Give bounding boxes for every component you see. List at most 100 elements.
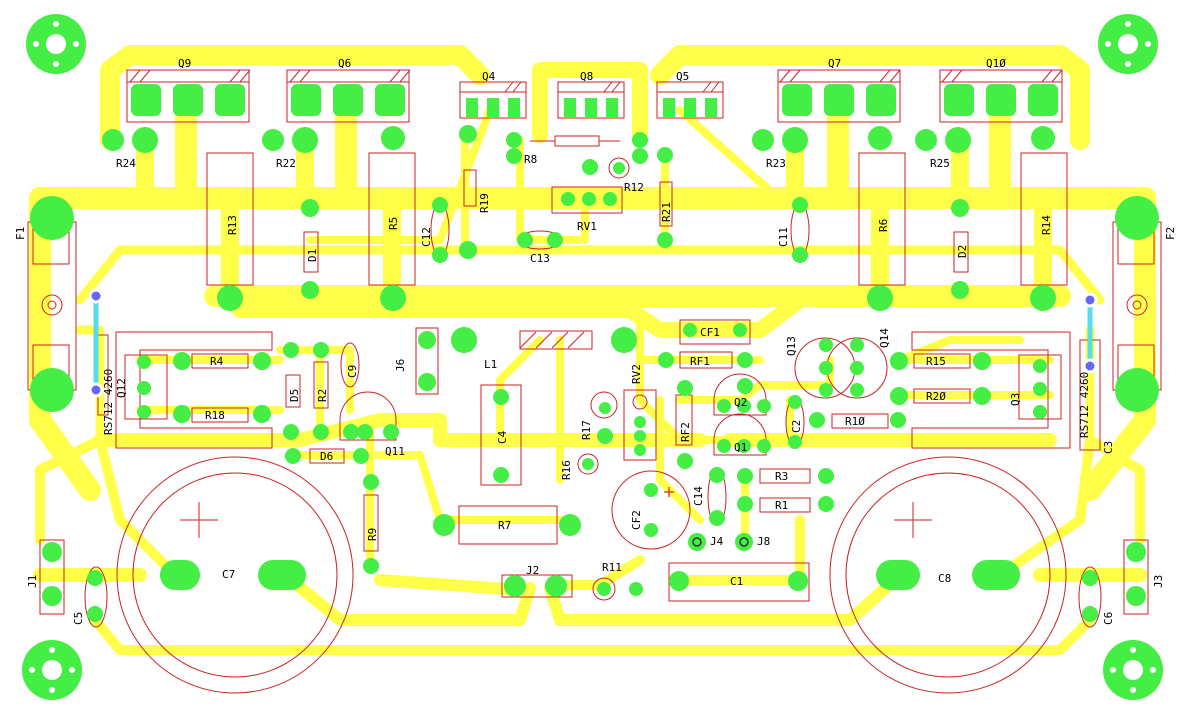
q11-outline	[339, 391, 397, 441]
label-c8: C8	[938, 572, 951, 585]
label-c5: C5	[72, 612, 85, 625]
label-r16: R16	[560, 460, 573, 480]
label-r21: R21	[660, 202, 673, 222]
label-r1: R1	[775, 499, 788, 512]
rf1-outline	[679, 351, 733, 369]
label-rv1: RV1	[577, 220, 597, 233]
r20-outline	[913, 388, 971, 404]
label-r3: R3	[775, 470, 788, 483]
c7-outline	[116, 456, 354, 694]
solder-pads	[22, 14, 1163, 700]
q6-outline	[286, 69, 410, 123]
r15-outline	[913, 353, 971, 369]
label-c6: C6	[1102, 612, 1115, 625]
label-r4: R4	[210, 355, 224, 368]
label-q1: Q1	[734, 441, 747, 454]
label-r2: R2	[316, 389, 329, 402]
j2-outline	[501, 574, 573, 598]
label-r9: R9	[366, 528, 379, 541]
label-q14: Q14	[878, 328, 891, 348]
label-q11: Q11	[385, 445, 405, 458]
j3-outline	[1123, 539, 1149, 615]
label-c12: C12	[420, 227, 433, 247]
d5-outline	[285, 374, 301, 408]
copper-traces	[29, 45, 1156, 655]
q12-outline	[124, 354, 168, 420]
c9-outline	[340, 342, 360, 388]
label-r19: R19	[478, 193, 491, 213]
label-cf2: CF2	[630, 510, 643, 530]
r1-outline	[759, 497, 811, 513]
label-l1: L1	[484, 358, 497, 371]
q7-outline	[777, 69, 901, 123]
silkscreen-outlines	[27, 69, 1162, 694]
label-j6: J6	[394, 359, 407, 372]
cf1-outline	[679, 319, 751, 345]
label-q3: Q3	[1009, 393, 1022, 406]
label-j8: J8	[757, 535, 770, 548]
c5-outline	[84, 566, 108, 628]
component-labels: Q9 Q6 Q4 Q8 Q5 Q7 Q1Ø R24 R22 R8 R12 R23…	[116, 57, 1006, 588]
c8-outline	[829, 456, 1067, 694]
j6-outline	[415, 327, 439, 395]
r2-outline	[313, 361, 329, 409]
d2-outline	[953, 231, 969, 273]
label-c1: C1	[730, 575, 743, 588]
rv1-outline	[551, 186, 623, 214]
label-c4: C4	[496, 430, 509, 444]
q2-outline	[713, 373, 767, 416]
label-r14: R14	[1040, 215, 1053, 235]
label-q13: Q13	[785, 336, 798, 356]
r21-outline	[659, 181, 673, 227]
r5-outline	[368, 152, 416, 286]
c4-outline	[480, 384, 522, 486]
label-r10: R1Ø	[845, 415, 865, 428]
r12-outline	[608, 157, 630, 179]
r18-outline	[191, 407, 249, 423]
label-rs-left: RS712 4260	[102, 369, 115, 435]
label-q12: Q12	[115, 378, 128, 398]
label-r15: R15	[926, 355, 946, 368]
label-rf2: RF2	[679, 422, 692, 442]
label-q7: Q7	[828, 57, 841, 70]
d6-outline	[309, 448, 345, 464]
label-cf1: CF1	[700, 326, 720, 339]
label-c2: C2	[790, 420, 803, 433]
q10-outline	[939, 69, 1063, 123]
label-q6: Q6	[338, 57, 351, 70]
label-r24: R24	[116, 157, 136, 170]
label-r11: R11	[602, 561, 622, 574]
j1-outline	[39, 539, 65, 615]
label-r13: R13	[226, 215, 239, 235]
r6-outline	[858, 152, 906, 286]
label-r8: R8	[524, 153, 537, 166]
q9-outline	[126, 69, 250, 123]
jumper-wires	[88, 288, 1098, 398]
label-r25: R25	[930, 157, 950, 170]
c6-outline	[1078, 566, 1102, 628]
label-rs-right: RS712 4260	[1078, 372, 1091, 438]
label-r18: R18	[205, 409, 225, 422]
label-q8: Q8	[580, 70, 593, 83]
label-q5: Q5	[676, 70, 689, 83]
label-r7: R7	[498, 519, 511, 532]
label-d1: D1	[306, 249, 319, 262]
label-r23: R23	[766, 157, 786, 170]
rv2-outline	[623, 389, 657, 461]
label-c11: C11	[777, 227, 790, 247]
q1-outline	[713, 413, 767, 456]
label-d5: D5	[288, 389, 301, 402]
label-f2: F2	[1164, 227, 1177, 240]
label-rf1: RF1	[690, 355, 710, 368]
label-q10: Q1Ø	[986, 57, 1006, 70]
r10-outline	[831, 413, 889, 429]
label-q4: Q4	[482, 70, 496, 83]
label-c3: C3	[1102, 441, 1115, 454]
label-c7: C7	[222, 568, 235, 581]
r3-outline	[759, 468, 811, 484]
label-j2: J2	[526, 564, 539, 577]
label-r17: R17	[580, 420, 593, 440]
l1-outline	[519, 330, 593, 350]
tab-hatching	[129, 69, 1063, 349]
c1-outline	[668, 562, 810, 602]
